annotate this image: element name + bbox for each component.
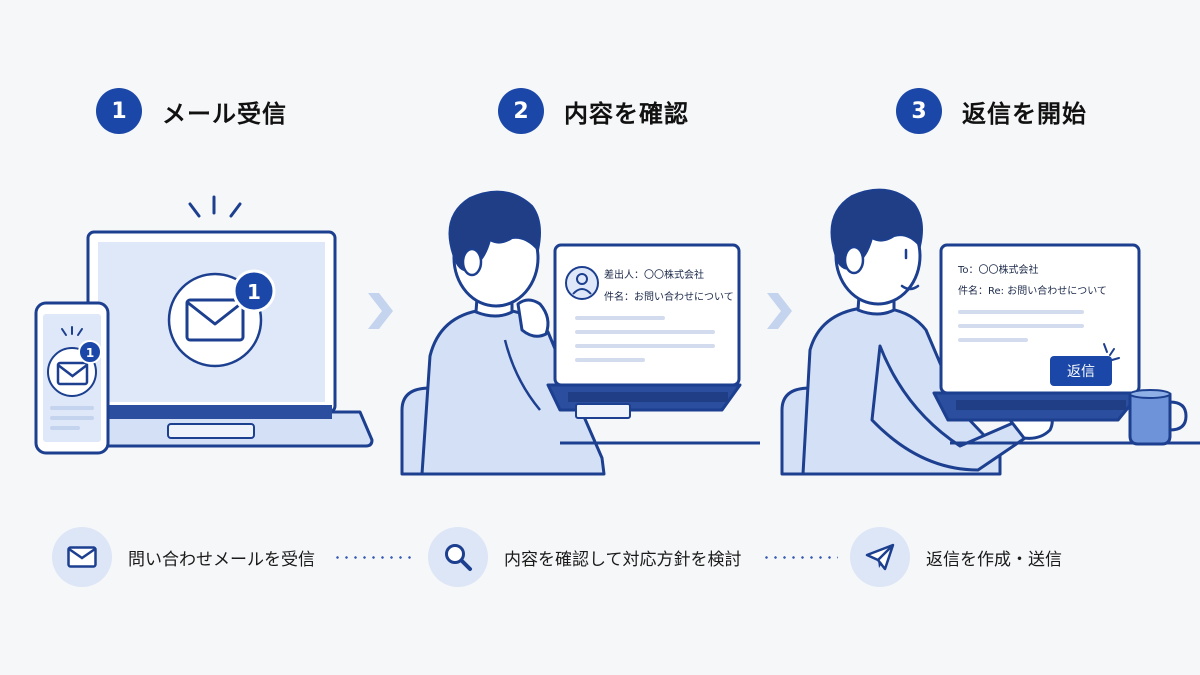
reply-subject-line: 件名：Re: お問い合わせについて (958, 284, 1107, 297)
reply-button-label: 返信 (1067, 364, 1095, 380)
step-3-title: 返信を開始 (962, 99, 1087, 128)
envelope-icon (52, 527, 112, 587)
person-replying (780, 188, 1066, 476)
mug-icon (1128, 389, 1188, 446)
magnifier-icon (428, 527, 488, 587)
step-3-header: 3 返信を開始 (896, 88, 1087, 134)
notification-rays-icon (188, 195, 242, 218)
summary-label-receive: 問い合わせメールを受信 (128, 549, 315, 570)
step-1-header: 1 メール受信 (96, 88, 287, 134)
summary-row: 問い合わせメールを受信 内容を確認して対応方針を検討 返信を作成・送信 (0, 527, 1200, 587)
summary-item-send: 返信を作成・送信 (850, 527, 1062, 587)
summary-label-send: 返信を作成・送信 (926, 549, 1062, 570)
reply-button[interactable]: 返信 (1050, 356, 1112, 386)
smartphone: 1 (34, 301, 110, 455)
laptop-2: 差出人：〇〇株式会社 件名：お問い合わせについて (546, 243, 760, 445)
step-3-number: 3 (896, 88, 942, 134)
step-2-title: 内容を確認 (564, 99, 689, 128)
paper-plane-icon (850, 527, 910, 587)
summary-item-review: 内容を確認して対応方針を検討 (428, 527, 742, 587)
sender-avatar-icon (565, 266, 599, 300)
laptop-notification-badge: 1 (232, 269, 276, 313)
dotted-connector (762, 556, 838, 559)
chevron-right-icon (368, 293, 393, 329)
summary-label-review: 内容を確認して対応方針を検討 (504, 549, 742, 570)
dotted-connector (333, 556, 411, 559)
email-subject-line: 件名：お問い合わせについて (604, 290, 734, 303)
step-2-header: 2 内容を確認 (498, 88, 689, 134)
person-reading (400, 190, 606, 476)
chevron-right-icon (767, 293, 792, 329)
click-rays-icon (1103, 343, 1120, 361)
summary-item-receive: 問い合わせメールを受信 (52, 527, 315, 587)
step-2-number: 2 (498, 88, 544, 134)
reply-to-line: To：〇〇株式会社 (957, 263, 1039, 276)
email-sender-line: 差出人：〇〇株式会社 (604, 268, 704, 281)
step-1-title: メール受信 (162, 99, 287, 128)
step-1-number: 1 (96, 88, 142, 134)
laptop-badge-count: 1 (247, 280, 261, 304)
phone-badge-count: 1 (86, 346, 94, 360)
phone-envelope-icon (56, 361, 89, 386)
